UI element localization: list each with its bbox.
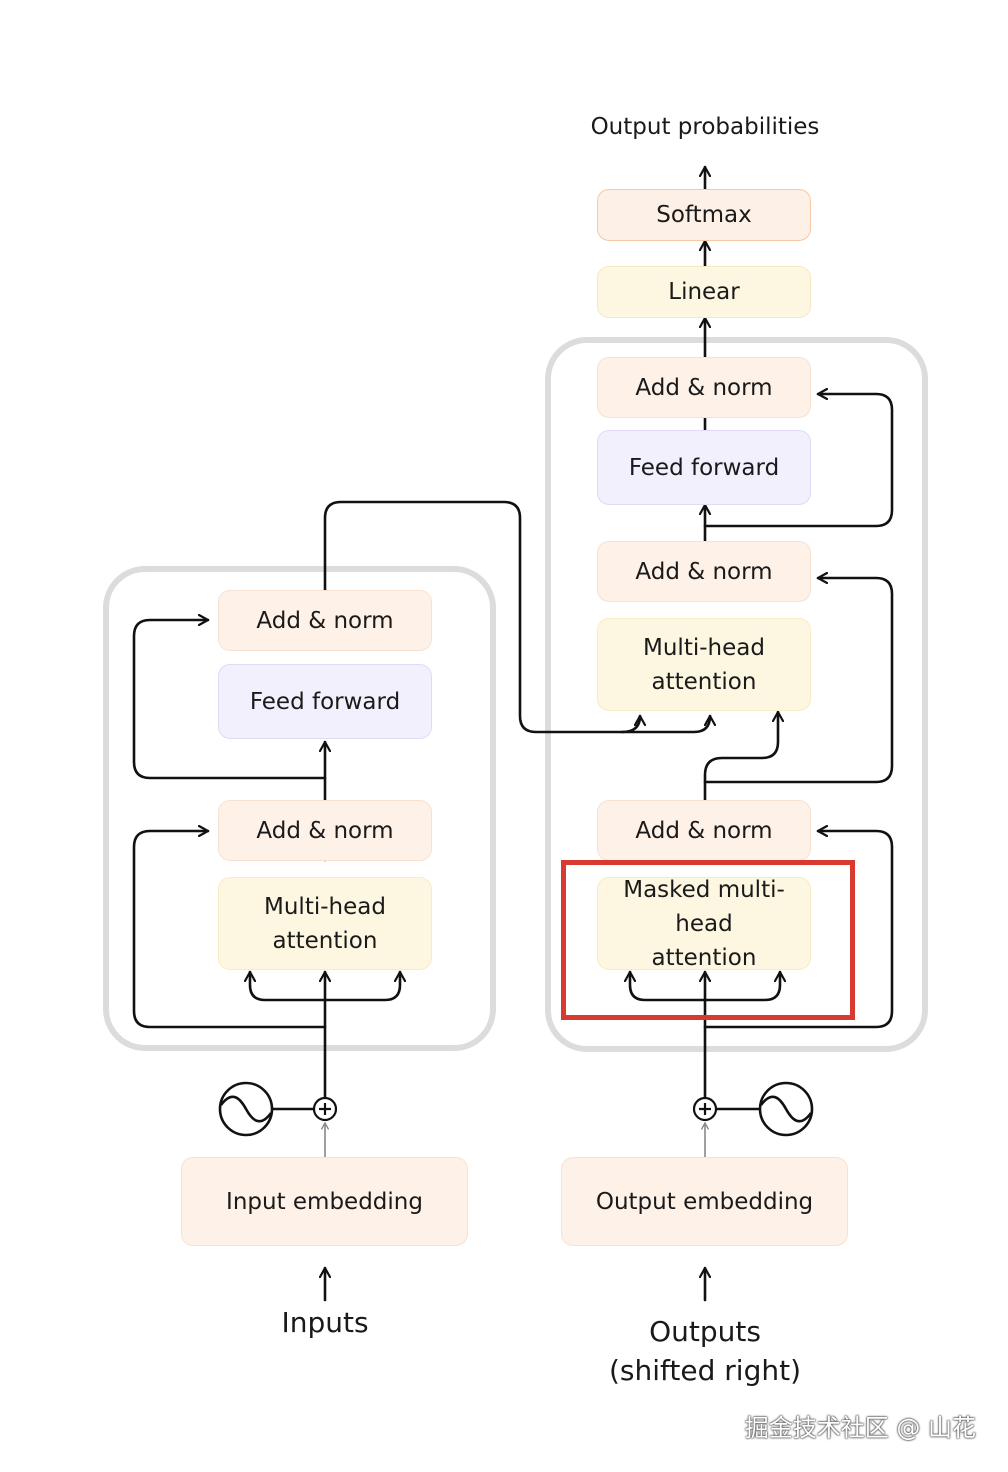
outputs-shifted-label: (shifted right) [609, 1354, 801, 1387]
output-embedding-label: Output embedding [595, 1188, 814, 1215]
output-probabilities-label: Output probabilities [590, 114, 820, 140]
softmax-label: Softmax [656, 202, 752, 228]
encoder-add-norm-bottom-label: Add & norm [256, 817, 394, 844]
encoder-positional-encoding-icon [218, 1081, 274, 1137]
masked-attention-highlight [561, 860, 855, 1020]
decoder-add-norm-top-label: Add & norm [635, 374, 773, 401]
decoder-masked-attention-label: Masked multi-head attention [623, 876, 785, 971]
decoder-stack [545, 337, 928, 1052]
decoder-add-norm-bottom-label: Add & norm [635, 817, 773, 844]
encoder-multi-head-attention: Multi-head attention [218, 877, 432, 970]
decoder-add-norm-top: Add & norm [597, 357, 811, 418]
encoder-add-norm-top-label: Add & norm [256, 607, 394, 634]
decoder-cross-attention-label: Multi-head attention [643, 634, 765, 695]
encoder-feed-forward: Feed forward [218, 664, 432, 739]
decoder-feed-forward-label: Feed forward [628, 454, 780, 481]
decoder-add-icon [692, 1096, 718, 1122]
softmax-block: Softmax [597, 189, 811, 241]
input-embedding-label: Input embedding [226, 1188, 423, 1215]
encoder-stack [103, 566, 496, 1051]
outputs-label: Outputs [649, 1315, 761, 1348]
decoder-cross-attention: Multi-head attention [597, 618, 811, 711]
decoder-add-norm-middle: Add & norm [597, 541, 811, 602]
decoder-feed-forward: Feed forward [597, 430, 811, 505]
encoder-add-norm-top: Add & norm [218, 590, 432, 651]
inputs-label: Inputs [281, 1306, 369, 1339]
decoder-masked-attention: Masked multi-head attention [597, 877, 811, 971]
output-embedding-block: Output embedding [561, 1157, 848, 1246]
watermark: 掘金技术社区 @ 山花 [744, 1414, 976, 1442]
decoder-add-norm-middle-label: Add & norm [635, 558, 773, 585]
encoder-add-icon [312, 1096, 338, 1122]
decoder-positional-encoding-icon [758, 1081, 814, 1137]
linear-block: Linear [597, 266, 811, 318]
encoder-feed-forward-label: Feed forward [249, 688, 401, 715]
encoder-multi-head-attention-label: Multi-head attention [264, 893, 386, 954]
encoder-add-norm-bottom: Add & norm [218, 800, 432, 861]
input-embedding-block: Input embedding [181, 1157, 468, 1246]
decoder-add-norm-bottom: Add & norm [597, 800, 811, 861]
linear-label: Linear [668, 279, 740, 305]
